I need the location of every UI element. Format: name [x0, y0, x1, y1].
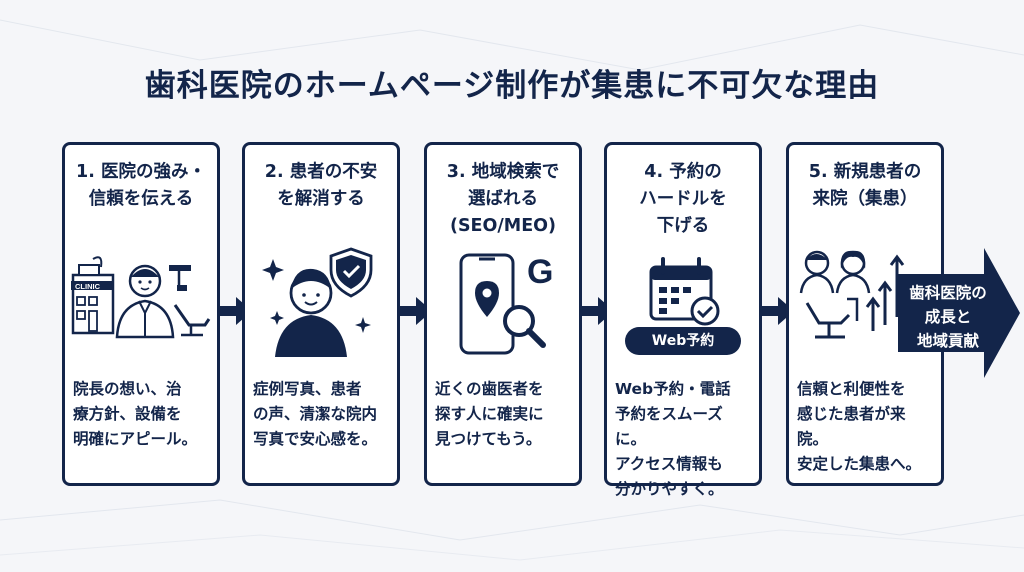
final-goal-text: 歯科医院の 成長と 地域貢献	[909, 284, 987, 350]
calendar-check-icon	[649, 257, 720, 326]
step-card-5: 5. 新規患者の 来院（集患） 信頼と利便性を 感じた患者が来院。 安定した集患…	[786, 142, 944, 486]
step-body: 信頼と利便性を 感じた患者が来院。 安定した集患へ。	[797, 380, 922, 473]
arrow-right-icon	[760, 297, 794, 325]
phone-map-search-icon: G	[459, 253, 553, 355]
page-title: 歯科医院のホームページ制作が集患に不可欠な理由	[144, 68, 880, 104]
step-card-4: 4. 予約の ハードルを 下げる Web予約 Web予約・電話 予約をスムーズに…	[604, 142, 762, 498]
web-booking-badge: Web予約	[625, 327, 741, 355]
patient-shield-icon	[262, 247, 373, 357]
step-body: 近くの歯医者を 探す人に確実に 見つけてもう。	[435, 380, 544, 448]
step-body: Web予約・電話 予約をスムーズに。 アクセス情報も 分かりやすく。	[615, 380, 731, 498]
step-title: 2. 患者の不安 を解消する	[264, 162, 378, 209]
step-title: 5. 新規患者の 来院（集患）	[808, 162, 922, 209]
arrow-right-icon	[398, 297, 432, 325]
search-engine-letter: G	[527, 253, 553, 291]
step-card-1: 1. 医院の強み・ 信頼を伝える CLINIC 院長の想い、治 療方針、設備を …	[62, 142, 220, 486]
step-title: 3. 地域検索で 選ばれる (SEO/MEO)	[446, 162, 560, 236]
patients-growth-icon	[799, 250, 905, 339]
step-card-2: 2. 患者の不安 を解消する 症例写真、患者 の声、清潔な院内 写真で安心感を。	[242, 142, 400, 486]
step-title: 4. 予約の ハードルを 下げる	[639, 162, 727, 236]
step-body: 症例写真、患者 の声、清潔な院内 写真で安心感を。	[253, 380, 378, 448]
clinic-sign-text: CLINIC	[75, 282, 101, 291]
final-arrow	[898, 248, 1020, 378]
step-body: 院長の想い、治 療方針、設備を 明確にアピール。	[73, 380, 198, 448]
step-card-3: 3. 地域検索で 選ばれる (SEO/MEO) G 近くの歯医者を 探す人に確実…	[424, 142, 582, 486]
clinic-doctor-icon: CLINIC	[71, 256, 211, 339]
step-title: 1. 医院の強み・ 信頼を伝える	[76, 162, 206, 209]
